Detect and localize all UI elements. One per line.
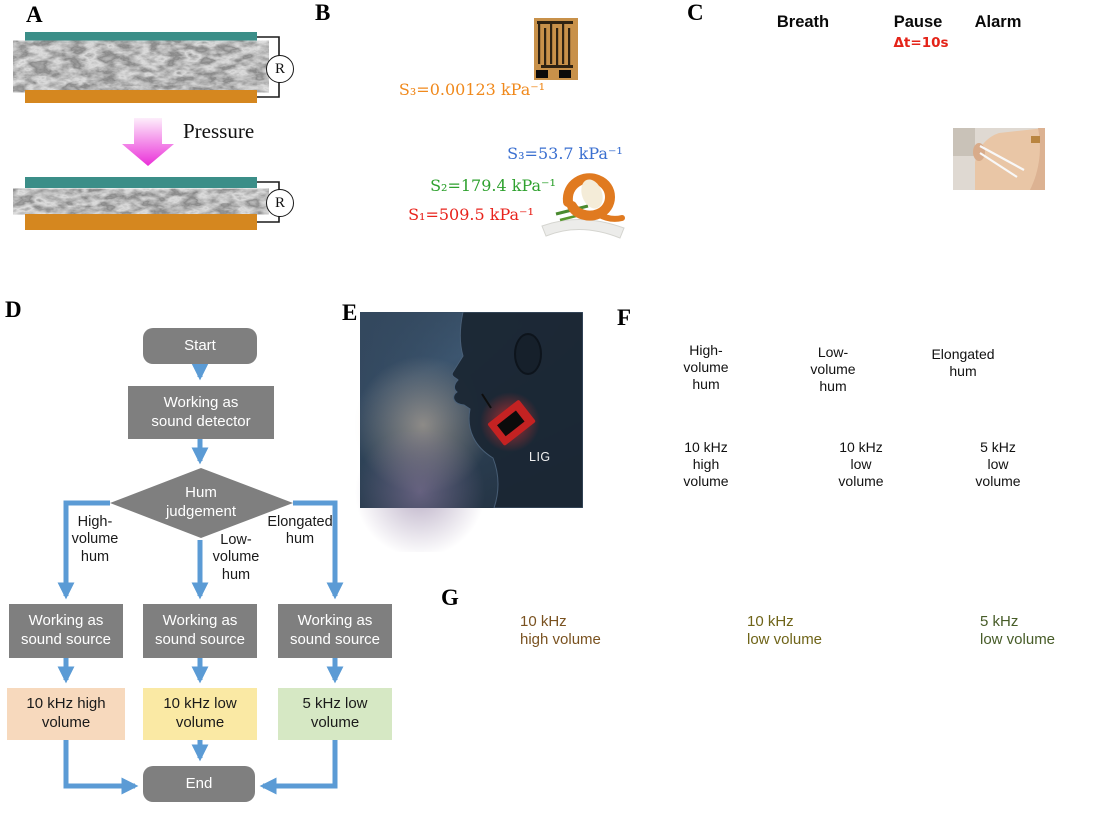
pressure-label: Pressure xyxy=(183,119,255,143)
flow-end: End xyxy=(143,766,255,802)
panel-letter-b: B xyxy=(315,0,331,25)
head-silhouette-art xyxy=(451,312,583,508)
sensitivity-s3-label: S₃=53.7 kPa⁻¹ xyxy=(507,144,623,163)
purple-blur xyxy=(340,432,500,552)
resistor-symbol: R xyxy=(266,189,294,217)
branch-label-high: High- volume hum xyxy=(71,514,119,565)
f-label-low-tone: 10 kHz low volume xyxy=(838,439,884,489)
g3-wave-label: 5 kHz low volume xyxy=(980,613,1056,648)
panel-letter-c: C xyxy=(687,0,704,25)
resistor-wire xyxy=(257,36,280,98)
flow-source-high: Working as sound source xyxy=(9,604,123,658)
region-label-alarm: Alarm xyxy=(974,13,1022,31)
sensor-schematic-compressed xyxy=(25,177,280,230)
f-label-elongated-hum: Elongated hum xyxy=(931,346,995,379)
flow-out-high: 10 kHz high volume xyxy=(7,688,125,740)
film-photo-inset xyxy=(541,173,625,239)
panel-letter-a: A xyxy=(26,2,43,27)
flow-source-low: Working as sound source xyxy=(143,604,257,658)
delta-t-annotation: Δt=10s xyxy=(893,35,949,51)
flow-out-low: 10 kHz low volume xyxy=(143,688,257,740)
panel-letter-d: D xyxy=(5,297,22,322)
panel-letter-g: G xyxy=(441,585,459,610)
g2-wave-label: 10 kHz low volume xyxy=(747,613,823,648)
sensitivity-s3-top-label: S₃=0.00123 kPa⁻¹ xyxy=(398,80,546,99)
panel-letter-f: F xyxy=(617,305,632,330)
resistor-symbol: R xyxy=(266,55,294,83)
device-wire xyxy=(481,393,492,409)
panel-letter-e: E xyxy=(342,300,358,325)
flow-detector: Working as sound detector xyxy=(128,386,274,439)
region-label-breath: Breath xyxy=(776,13,830,31)
pressure-arrow xyxy=(122,118,174,166)
sensitivity-s2-label: S₂=179.4 kPa⁻¹ xyxy=(430,176,556,195)
decision-diamond xyxy=(110,468,293,538)
sensitivity-s1-label: S₁=509.5 kPa⁻¹ xyxy=(408,205,534,224)
throat-device-illustration: LIG xyxy=(340,312,583,552)
f-label-high-hum: High- volume hum xyxy=(683,342,729,392)
g1-wave-label: 10 kHz high volume xyxy=(520,613,601,648)
flow-out-elongated: 5 kHz low volume xyxy=(278,688,392,740)
f-label-elongated-tone: 5 kHz low volume xyxy=(975,439,1021,489)
lig-label: LIG xyxy=(529,450,551,464)
flow-source-elongated: Working as sound source xyxy=(278,604,392,658)
branch-label-elongated: Elongated hum xyxy=(267,514,333,548)
electrode-inset xyxy=(534,18,578,80)
sensor-schematic-uncompressed xyxy=(25,32,280,103)
face-photo-inset xyxy=(953,128,1045,190)
f-label-low-hum: Low- volume hum xyxy=(810,344,856,394)
ear xyxy=(514,333,542,375)
flowchart-arrows xyxy=(57,363,344,795)
lig-device xyxy=(488,400,536,446)
branch-label-low: Low- volume hum xyxy=(212,532,260,583)
flow-start: Start xyxy=(143,328,257,364)
flow-decision-label: Hum judgement xyxy=(165,484,237,520)
f-label-high-tone: 10 kHz high volume xyxy=(683,439,729,489)
region-label-pause: Pause xyxy=(893,13,943,31)
